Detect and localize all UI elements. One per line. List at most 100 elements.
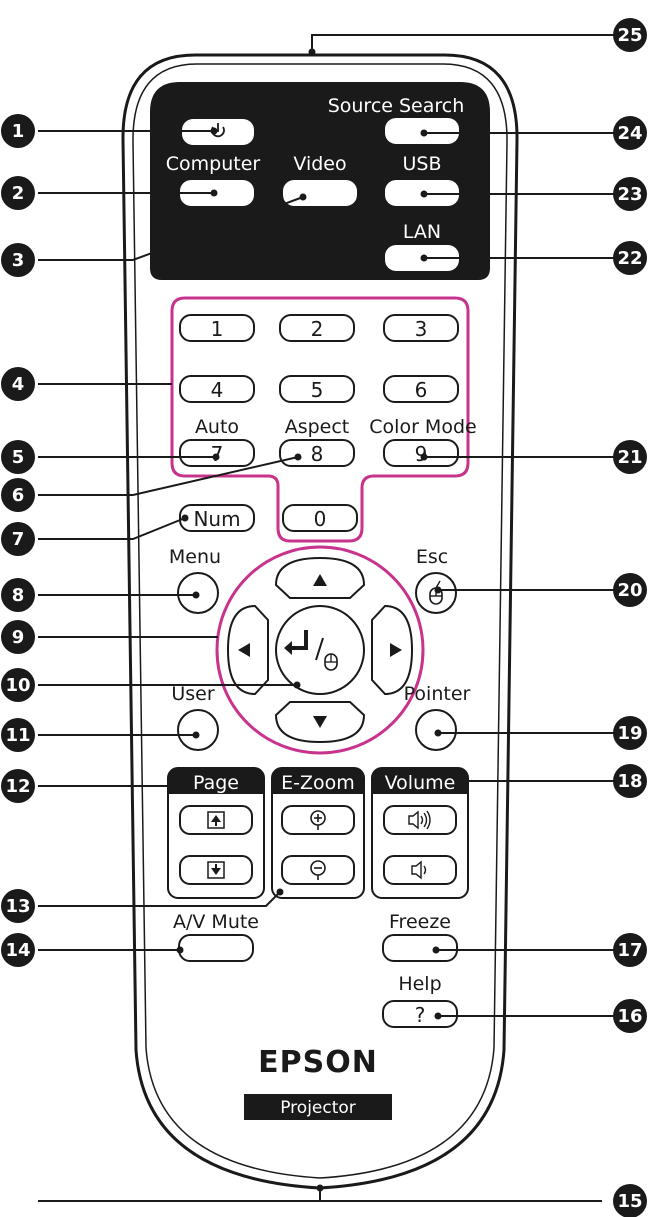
callout-1 — [1, 114, 35, 148]
auto-label: Auto — [195, 416, 239, 438]
zoom-in-icon — [310, 810, 326, 830]
callout-18 — [613, 764, 647, 798]
key-0-label: 0 — [314, 507, 327, 531]
arrow-down-icon — [313, 716, 327, 728]
key-2-label: 2 — [311, 317, 324, 341]
video-button[interactable] — [283, 180, 357, 206]
key-1-label: 1 — [211, 317, 224, 341]
callout-9 — [1, 620, 35, 654]
callout-badges: 1 2 3 4 5 6 7 8 9 10 11 12 13 14 15 16 1… — [1, 18, 647, 1217]
number-keys: 1 2 3 4 5 6 Auto Aspect Color Mode 7 8 9… — [179, 314, 477, 532]
callout-8 — [1, 578, 35, 612]
key-5-label: 5 — [311, 378, 324, 402]
callout-5 — [1, 440, 35, 474]
av-mute-label: A/V Mute — [173, 911, 259, 933]
callout-12 — [1, 769, 35, 803]
pointer-label: Pointer — [404, 683, 471, 705]
product-badge — [244, 1094, 392, 1120]
num-key[interactable] — [179, 504, 255, 532]
callout-3 — [1, 243, 35, 277]
computer-label: Computer — [166, 153, 261, 175]
volume-down-button[interactable] — [383, 855, 457, 885]
num-key-label: Num — [193, 507, 240, 531]
callout-25 — [613, 18, 647, 52]
esc-label: Esc — [416, 546, 448, 568]
key-4[interactable] — [179, 375, 255, 403]
aspect-label: Aspect — [285, 416, 350, 438]
freeze-button[interactable] — [382, 934, 458, 962]
callout-25-label: 25 — [617, 25, 642, 46]
callout-10-label: 10 — [5, 675, 30, 696]
callout-20-label: 20 — [617, 580, 642, 601]
help-button[interactable] — [382, 1000, 458, 1028]
callout-11 — [1, 718, 35, 752]
volume-up-button[interactable] — [383, 805, 457, 835]
callout-20 — [613, 573, 647, 607]
key-2[interactable] — [279, 314, 355, 342]
volume-label: Volume — [385, 772, 456, 794]
callout-7 — [1, 522, 35, 556]
pointer-button[interactable] — [415, 709, 457, 751]
ezoom-label: E-Zoom — [281, 772, 355, 794]
page-label: Page — [193, 772, 239, 794]
callout-7-label: 7 — [12, 529, 25, 550]
key-3-label: 3 — [415, 317, 428, 341]
remote-body-inner — [132, 63, 508, 1179]
callout-8-label: 8 — [12, 585, 25, 606]
key-0[interactable] — [282, 504, 358, 532]
lan-label: LAN — [403, 221, 441, 243]
volume-up-icon — [408, 810, 431, 830]
callout-4 — [1, 367, 35, 401]
av-mute-button[interactable] — [178, 934, 254, 962]
callout-24-label: 24 — [617, 123, 642, 144]
page-header — [168, 768, 264, 794]
zoom-out-icon — [310, 860, 326, 880]
key-5[interactable] — [279, 375, 355, 403]
dpad — [226, 556, 414, 744]
key-9[interactable] — [383, 439, 459, 467]
ezoom-header — [272, 768, 364, 794]
enter-mouse-icon — [284, 630, 338, 671]
callout-22-label: 22 — [617, 248, 642, 269]
volume-down-icon — [411, 860, 427, 880]
callout-23 — [613, 177, 647, 211]
callout-1-label: 1 — [12, 121, 25, 142]
page-down-icon — [207, 861, 225, 879]
callout-6-label: 6 — [12, 485, 25, 506]
callout-19 — [613, 716, 647, 750]
callout-2 — [1, 176, 35, 210]
callout-21 — [613, 440, 647, 474]
callout-9-label: 9 — [12, 627, 25, 648]
key-7[interactable] — [179, 439, 255, 467]
leader-lines — [38, 34, 622, 1202]
callout-12-label: 12 — [5, 776, 30, 797]
help-label: Help — [398, 973, 441, 995]
callout-5-label: 5 — [12, 447, 25, 468]
source-search-label: Source Search — [328, 95, 465, 117]
keypad-outline — [170, 296, 470, 543]
callout-14-label: 14 — [5, 940, 30, 961]
arrow-left-icon — [238, 643, 250, 657]
callout-17-label: 17 — [617, 940, 642, 961]
key-1[interactable] — [179, 314, 255, 342]
key-6[interactable] — [383, 375, 459, 403]
callout-16-label: 16 — [617, 1006, 642, 1027]
user-label: User — [171, 683, 214, 705]
volume-header — [372, 768, 468, 794]
leader-dots — [176, 48, 468, 1192]
zoom-out-button[interactable] — [281, 855, 355, 885]
key-3[interactable] — [383, 314, 459, 342]
user-button[interactable] — [177, 709, 219, 751]
callout-3-label: 3 — [12, 250, 25, 271]
callout-13-label: 13 — [5, 896, 30, 917]
menu-label: Menu — [169, 546, 221, 568]
callout-19-label: 19 — [617, 723, 642, 744]
callout-23-label: 23 — [617, 184, 642, 205]
brand-logo: EPSON — [258, 1045, 378, 1080]
callout-2-label: 2 — [12, 183, 25, 204]
callout-14 — [1, 933, 35, 967]
freeze-label: Freeze — [389, 911, 451, 933]
callout-22 — [613, 241, 647, 275]
key-6-label: 6 — [415, 378, 428, 402]
